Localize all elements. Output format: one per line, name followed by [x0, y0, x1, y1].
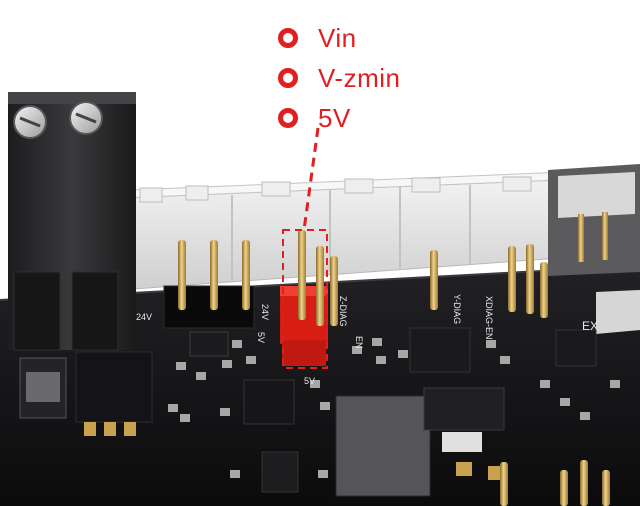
silk-ex: EX: [582, 319, 598, 333]
jumper-highlight: [282, 127, 328, 369]
hollow-circle-icon: [278, 108, 298, 128]
silk-5v-jumper: 5V: [304, 376, 315, 386]
jumper-legend: Vin V-zmin 5V: [278, 18, 428, 138]
legend-item-5v: 5V: [278, 98, 428, 138]
hollow-circle-icon: [278, 28, 298, 48]
silk-24v-jumper: 24V: [260, 304, 270, 320]
jst-pins: [430, 244, 548, 318]
legend-item-v-zmin: V-zmin: [278, 58, 428, 98]
silk-en: EN: [354, 336, 364, 349]
jst-connector-row: [118, 171, 566, 291]
silk-24v-left: 24V: [136, 312, 152, 322]
silk-zdiag: Z-DIAG: [338, 296, 348, 327]
terminal-block: [8, 92, 136, 351]
silk-ydiag: Y-DIAG: [452, 294, 462, 324]
silk-5v-jumper-top: 5V: [256, 332, 266, 343]
components: [19, 327, 620, 506]
side-connector: [548, 164, 640, 334]
silk-xdiag-en: XDIAG-EN: [484, 296, 494, 340]
jumper-block: [280, 230, 338, 366]
legend-label: 5V: [318, 103, 351, 133]
legend-label: V-zmin: [318, 63, 401, 93]
legend-label: Vin: [318, 23, 357, 53]
silkscreen-labels: 24V 24V 5V 5V Y-DIAG Z-DIAG EN XDIAG-EN …: [136, 294, 598, 386]
legend-item-vin: Vin: [278, 18, 428, 58]
header-24v: [163, 240, 255, 329]
hollow-circle-icon: [278, 68, 298, 88]
